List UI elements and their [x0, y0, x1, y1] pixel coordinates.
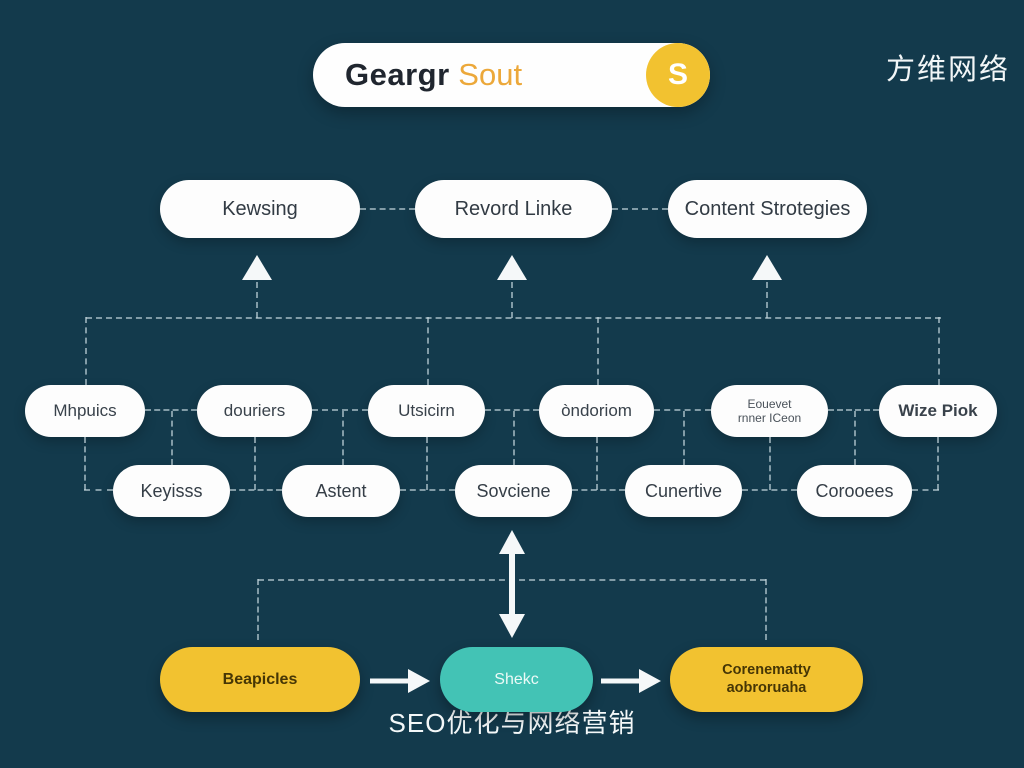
node-beapicles: Beapicles: [160, 647, 360, 712]
node-sovciene: Sovciene: [455, 465, 572, 517]
dashed-link-h: [485, 409, 539, 411]
dashed-link-h: [612, 208, 668, 210]
dashed-link-v: [171, 411, 173, 465]
search-button-letter: S: [667, 58, 688, 91]
node-shekc: Shekc: [440, 647, 593, 712]
node-eouevet-line1: Eouevet: [747, 396, 792, 411]
dashed-link-v: [254, 437, 256, 490]
watermark-text: 方维网络: [885, 54, 1010, 86]
search-text: Geargr Sout: [345, 57, 522, 93]
node-wize-piok: Wize Piok: [879, 385, 997, 437]
node-douriers: douriers: [197, 385, 312, 437]
node-astent: Astent: [282, 465, 400, 517]
caption-text: SEO优化与网络营销: [388, 708, 636, 738]
node-eouevet-line2: rnner ICeon: [737, 411, 802, 425]
dashed-link-h: [84, 489, 113, 491]
node-eouevet: Eouevet rnner ICeon: [711, 385, 828, 437]
dashed-link-h: [230, 489, 282, 491]
search-text-secondary: Sout: [449, 57, 523, 92]
dashed-link-v: [513, 411, 515, 465]
node-kewsing: Kewsing: [160, 180, 360, 238]
node-utsicirn: Utsicirn: [368, 385, 485, 437]
dashed-link-h: [145, 409, 197, 411]
dashed-link-v: [427, 317, 429, 385]
dashed-link-h: [572, 489, 625, 491]
dashed-link-v: [854, 411, 856, 465]
up-arrow-icon: [497, 255, 527, 280]
dashed-link-v: [769, 437, 771, 490]
dashed-link-v: [511, 282, 513, 318]
search-text-primary: Geargr: [345, 57, 450, 92]
dashed-link-h: [400, 489, 455, 491]
search-button[interactable]: S: [646, 43, 710, 107]
dashed-link-h: [828, 409, 879, 411]
up-arrow-icon: [242, 255, 272, 280]
dashed-link-v: [426, 437, 428, 490]
dashed-link-v: [342, 411, 344, 465]
node-corenematty: Corenematty aobroruaha: [670, 647, 863, 712]
dashed-box-right: [765, 579, 767, 640]
dashed-link-v: [84, 437, 86, 490]
dashed-link-v: [683, 411, 685, 465]
node-cunertive: Cunertive: [625, 465, 742, 517]
dashed-link-h: [912, 489, 939, 491]
dashed-bus-line: [86, 317, 941, 319]
dashed-link-v: [938, 317, 940, 385]
dashed-link-v: [596, 437, 598, 490]
dashed-link-v: [597, 317, 599, 385]
dashed-link-h: [360, 208, 415, 210]
dashed-link-v: [85, 317, 87, 385]
dashed-box-left: [257, 579, 259, 640]
node-keyisss: Keyisss: [113, 465, 230, 517]
right-arrow-icon: [601, 669, 661, 693]
double-arrow-icon: [499, 530, 525, 638]
node-content-strotegies: Content Strotegies: [668, 180, 867, 238]
dashed-link-h: [312, 409, 368, 411]
node-corooees: Corooees: [797, 465, 912, 517]
node-corenematty-line2: aobroruaha: [726, 679, 807, 696]
node-revord-linke: Revord Linke: [415, 180, 612, 238]
search-bar[interactable]: Geargr Sout S: [313, 43, 710, 107]
dashed-link-h: [742, 489, 797, 491]
node-mhpuics: Mhpuics: [25, 385, 145, 437]
dashed-link-h: [654, 409, 711, 411]
right-arrow-icon: [370, 669, 430, 693]
node-corenematty-line1: Corenematty: [722, 662, 811, 679]
dashed-link-v: [937, 437, 939, 490]
dashed-link-v: [766, 282, 768, 318]
node-ondoriom: òndoriom: [539, 385, 654, 437]
dashed-link-v: [256, 282, 258, 318]
up-arrow-icon: [752, 255, 782, 280]
